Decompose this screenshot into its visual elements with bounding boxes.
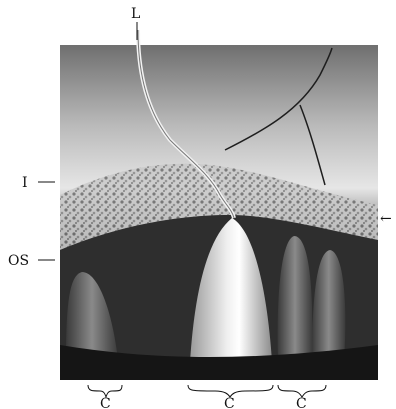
label-os: OS xyxy=(8,253,29,269)
label-c-middle: C xyxy=(224,396,235,409)
label-c-right: C xyxy=(296,396,307,409)
label-l: L xyxy=(131,6,140,22)
label-i: I xyxy=(22,175,28,191)
arrow-left-icon: ← xyxy=(380,211,392,227)
label-c-left: C xyxy=(100,396,111,409)
